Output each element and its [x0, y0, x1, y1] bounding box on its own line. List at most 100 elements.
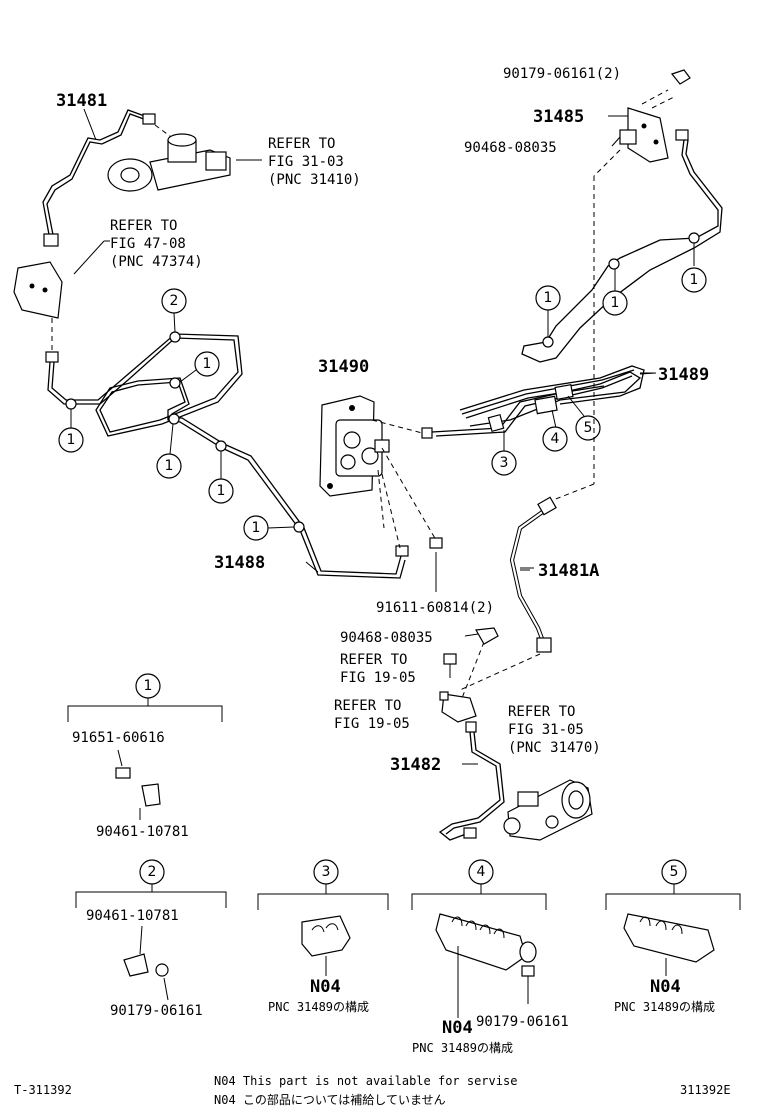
- grommet-icon: [519, 941, 537, 963]
- legend-num: 5: [670, 864, 679, 880]
- flare-nut-icon: [465, 721, 477, 733]
- part-label-31481A: 31481A: [538, 561, 599, 581]
- callout-1: [208, 478, 234, 504]
- clip-icon: [141, 783, 161, 807]
- callout-label: 1: [690, 272, 699, 288]
- callout-label: 5: [584, 420, 593, 436]
- legend-note: PNC 31489の構成: [268, 1000, 369, 1014]
- callout-label: 1: [203, 356, 212, 372]
- ref-label-31470-l3: (PNC 31470): [508, 740, 601, 756]
- nut-icon: [155, 963, 169, 977]
- callout-label: 1: [165, 458, 174, 474]
- tube-31481-right: 1 1 1: [521, 129, 723, 363]
- part-label-31485: 31485: [533, 107, 584, 127]
- legend-num: 4: [477, 864, 486, 880]
- callout-3: [491, 450, 517, 476]
- legend-group-2: 2 90461-10781 90179-06161: [75, 859, 227, 1019]
- legend-note: PNC 31489の構成: [614, 1000, 715, 1014]
- clip-points-left: [65, 331, 305, 533]
- legend-num: 1: [144, 678, 153, 694]
- ref-label-31410-l1: REFER TO: [268, 136, 335, 152]
- flare-nut-icon: [421, 427, 433, 439]
- callout-1: [194, 351, 220, 377]
- bracket-31485-icon: [547, 69, 691, 503]
- ref-label-31410-l3: (PNC 31410): [268, 172, 361, 188]
- flare-nut-icon: [142, 113, 156, 125]
- part-label-31489: 31489: [658, 365, 709, 385]
- callouts-left: 2 1 1 1 1 1: [58, 288, 295, 541]
- callout-label: 3: [500, 455, 509, 471]
- legend-part: 90461-10781: [96, 824, 189, 840]
- master-cylinder-icon: [107, 133, 231, 192]
- bolt-icon: [521, 965, 535, 977]
- callout-label: 2: [170, 293, 179, 309]
- part-label-bolt-mid: 91611-60814(2): [376, 600, 494, 616]
- legend-num: 2: [148, 864, 157, 880]
- legend-code: N04: [650, 977, 681, 997]
- ref-label-47374-l1: REFER TO: [110, 218, 177, 234]
- legend-group-3: 3 N04 PNC 31489の構成: [257, 859, 389, 1014]
- hose-end-icon: [536, 637, 552, 653]
- ref-label-31470-l2: FIG 31-05: [508, 722, 584, 738]
- callout-1: [535, 285, 561, 311]
- flare-nut-icon: [463, 827, 477, 839]
- slave-cylinder-icon: [503, 779, 593, 841]
- legend-part: 90461-10781: [86, 908, 179, 924]
- part-label-clip-top: 90468-08035: [464, 140, 557, 156]
- callout-label: 1: [611, 295, 620, 311]
- clamp-icon: [301, 915, 351, 957]
- flare-nut-icon: [43, 233, 59, 247]
- footer-note-jp: N04 この部品については補給していません: [214, 1092, 446, 1107]
- bolt-icon: [115, 767, 131, 779]
- clip-mid-group: [439, 627, 499, 723]
- legend-group-5: 5 N04 PNC 31489の構成: [605, 859, 741, 1014]
- ref-label-31410-l2: FIG 31-03: [268, 154, 344, 170]
- callout-1: [681, 267, 707, 293]
- callouts-center: 3 4 5: [491, 415, 601, 476]
- footer-note-en: N04 This part is not available for servi…: [214, 1074, 517, 1088]
- figure-id-right: 311392E: [680, 1083, 731, 1097]
- tube-31481-group: [42, 109, 179, 247]
- callout-1: [243, 515, 269, 541]
- bolt-icon: [443, 653, 457, 665]
- tube-bundle-31489: [421, 365, 657, 452]
- hose-31481A: [459, 496, 557, 699]
- ref-label-47374-l2: FIG 47-08: [110, 236, 186, 252]
- tube-31488-group: [45, 333, 409, 579]
- ref-label-47374-l3: (PNC 47374): [110, 254, 203, 270]
- part-label-31490: 31490: [318, 357, 369, 377]
- flare-nut-icon: [395, 545, 409, 557]
- ref-label-19-05b-l1: REFER TO: [334, 698, 401, 714]
- figure-id-left: T-311392: [14, 1083, 72, 1097]
- tube-31482-group: [438, 721, 593, 841]
- actuator-31490-icon: [319, 395, 437, 549]
- flare-nut-icon: [675, 129, 689, 141]
- callout-label: 1: [217, 483, 226, 499]
- part-label-clip-mid: 90468-08035: [340, 630, 433, 646]
- legend-part: 91651-60616: [72, 730, 165, 746]
- bracket-47374-icon: [13, 261, 63, 352]
- legend-code: N04: [442, 1018, 473, 1038]
- bolts-91611-icon: [429, 537, 443, 592]
- ref-label-19-05b-l2: FIG 19-05: [334, 716, 410, 732]
- callout-2: [161, 288, 187, 314]
- flare-nut-icon: [45, 351, 59, 363]
- callout-1: [602, 290, 628, 316]
- part-label-bolt-top: 90179-06161(2): [503, 66, 621, 82]
- bolt-90179-icon: [670, 69, 691, 85]
- clip-90468-icon: [475, 627, 499, 645]
- bracket-icon: [441, 693, 477, 723]
- callout-label: 4: [551, 431, 560, 447]
- part-label-31481: 31481: [56, 91, 107, 111]
- legend-part: 90179-06161: [476, 1014, 569, 1030]
- callout-label: 1: [67, 432, 76, 448]
- legend-note: PNC 31489の構成: [412, 1041, 513, 1055]
- callout-1: [58, 427, 84, 453]
- legend-group-1: 1 91651-60616 90461-10781: [67, 673, 223, 840]
- hose-end-icon: [537, 496, 557, 516]
- callout-label: 1: [544, 290, 553, 306]
- callout-1: [156, 453, 182, 479]
- clip-icon: [123, 953, 149, 977]
- legend-part: 90179-06161: [110, 1003, 203, 1019]
